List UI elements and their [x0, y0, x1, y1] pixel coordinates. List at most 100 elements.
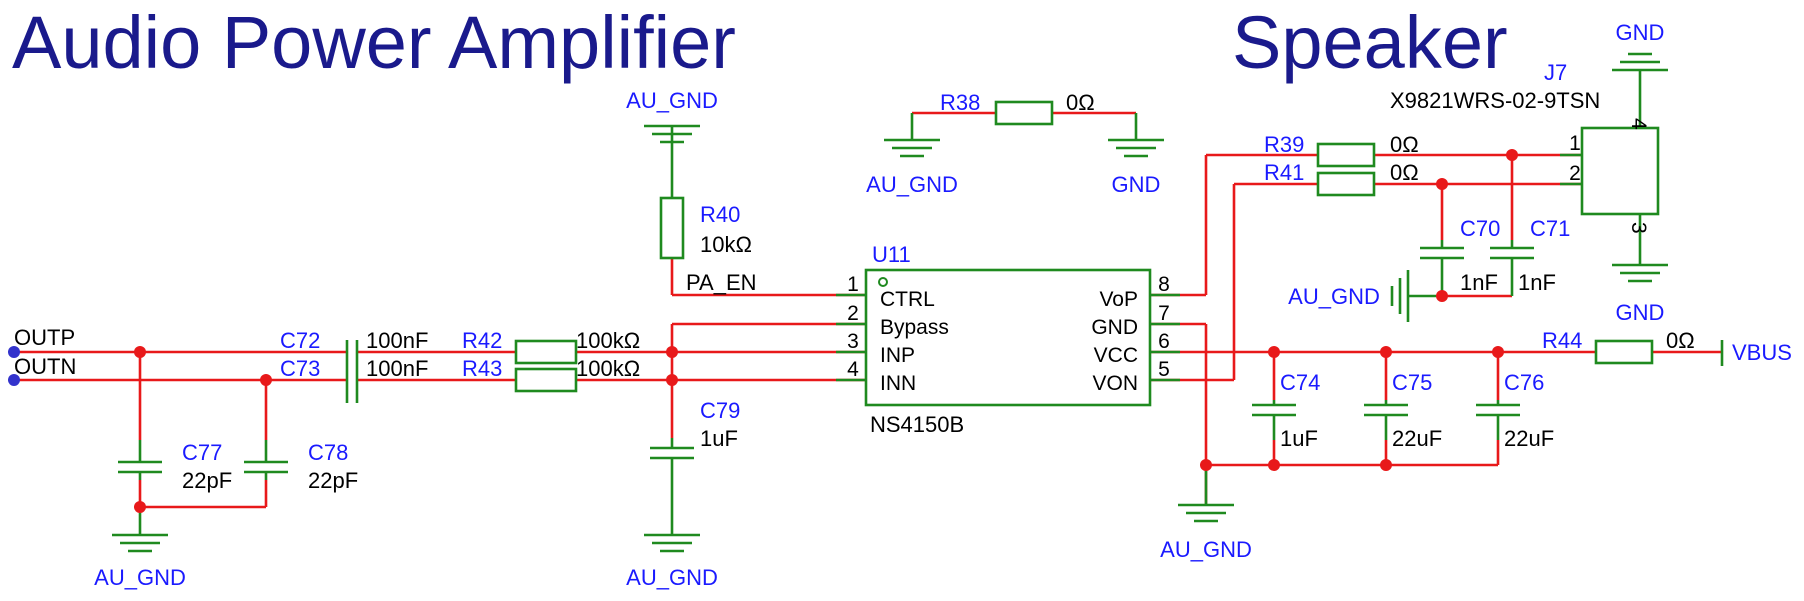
j7-ref: J7 — [1544, 60, 1567, 85]
junction-dot — [666, 374, 678, 386]
ground-icon — [1108, 138, 1164, 158]
net-vbus: VBUS — [1732, 340, 1792, 365]
c70-ref: C70 — [1460, 216, 1500, 241]
u11-pin-vop: VoP — [1099, 288, 1138, 311]
junction-dot — [1268, 346, 1280, 358]
c75-value: 22uF — [1392, 426, 1442, 451]
r38-value: 0Ω — [1066, 90, 1095, 115]
junction-dot — [260, 374, 272, 386]
u11-pin2-num: 2 — [847, 302, 859, 325]
c74-ref: C74 — [1280, 370, 1320, 395]
junctions — [8, 149, 1518, 513]
r40-value: 10kΩ — [700, 232, 752, 257]
u11-pin1-num: 1 — [847, 273, 859, 296]
c74-value: 1uF — [1280, 426, 1318, 451]
junction-dot — [1436, 178, 1448, 190]
ground-icon — [644, 124, 700, 145]
u11-pin4-num: 4 — [847, 358, 859, 381]
net-au-gnd: AU_GND — [626, 565, 718, 590]
junction-dot — [1436, 290, 1448, 302]
u11-pin-inp: INP — [880, 344, 915, 367]
c77-value: 22pF — [182, 468, 232, 493]
net-au-gnd: AU_GND — [94, 565, 186, 590]
c78-value: 22pF — [308, 468, 358, 493]
port-outp-icon — [8, 346, 20, 358]
u11-chip[interactable]: 1 2 3 4 CTRL Bypass INP INN 8 7 6 5 VoP … — [836, 242, 1180, 437]
u11-pin7-num: 7 — [1158, 302, 1170, 325]
net-outp: OUTP — [14, 325, 75, 350]
c76-ref: C76 — [1504, 370, 1544, 395]
j7-pin1: 1 — [1569, 132, 1581, 155]
title-audio-power-amplifier: Audio Power Amplifier — [12, 1, 736, 84]
net-pa-en: PA_EN — [686, 270, 757, 295]
net-au-gnd: AU_GND — [626, 88, 718, 113]
ground-icon — [112, 533, 168, 553]
junction-dot — [1506, 149, 1518, 161]
c79-ref: C79 — [700, 398, 740, 423]
u11-ref: U11 — [872, 242, 911, 267]
r41-body — [1316, 171, 1376, 197]
junction-dot — [1380, 346, 1392, 358]
net-au-gnd: AU_GND — [866, 172, 958, 197]
c73-value: 100nF — [366, 356, 428, 381]
c70-value: 1nF — [1460, 270, 1498, 295]
u11-pin-inn: INN — [880, 372, 916, 395]
r41-value: 0Ω — [1390, 160, 1419, 185]
junction-dot — [134, 501, 146, 513]
r42-ref: R42 — [462, 328, 502, 353]
r43-ref: R43 — [462, 356, 502, 381]
r43-body — [514, 367, 578, 393]
r39-ref: R39 — [1264, 132, 1304, 157]
r43-value: 100kΩ — [576, 356, 640, 381]
u11-pin-ctrl: CTRL — [880, 288, 935, 311]
j7-connector[interactable]: 1 2 3 4 J7 X9821WRS-02-9TSN — [1390, 60, 1660, 234]
u11-pin-vcc: VCC — [1094, 344, 1138, 367]
r38-ref: R38 — [940, 90, 980, 115]
u11-value: NS4150B — [870, 412, 964, 437]
r44-ref: R44 — [1542, 328, 1582, 353]
r39-value: 0Ω — [1390, 132, 1419, 157]
wires — [14, 111, 1722, 509]
net-outn: OUTN — [14, 354, 76, 379]
capacitor-plates — [118, 246, 1534, 474]
c75-ref: C75 — [1392, 370, 1432, 395]
ground-icon — [884, 138, 940, 158]
ground-icon — [644, 533, 700, 553]
r40-ref: R40 — [700, 202, 740, 227]
net-gnd: GND — [1112, 172, 1161, 197]
u11-pin3-num: 3 — [847, 330, 859, 353]
j7-value: X9821WRS-02-9TSN — [1390, 88, 1600, 113]
r42-value: 100kΩ — [576, 328, 640, 353]
ground-icon — [1390, 270, 1410, 322]
r41-ref: R41 — [1264, 160, 1304, 185]
net-au-gnd: AU_GND — [1288, 284, 1380, 309]
junction-dot — [1380, 459, 1392, 471]
r40-body — [659, 196, 685, 260]
c73-ref: C73 — [280, 356, 320, 381]
u11-pin6-num: 6 — [1158, 330, 1170, 353]
title-speaker: Speaker — [1232, 1, 1508, 84]
junction-dot — [134, 346, 146, 358]
c72-ref: C72 — [280, 328, 320, 353]
r42-body — [514, 339, 578, 365]
u11-pin-bypass: Bypass — [880, 316, 949, 339]
junction-dot — [666, 346, 678, 358]
c72-value: 100nF — [366, 328, 428, 353]
c76-value: 22uF — [1504, 426, 1554, 451]
u11-pin5-num: 5 — [1158, 358, 1170, 381]
component-leads — [138, 70, 1724, 535]
c71-ref: C71 — [1530, 216, 1570, 241]
resistor-bodies — [514, 100, 1654, 393]
c79-value: 1uF — [700, 426, 738, 451]
r44-value: 0Ω — [1666, 328, 1695, 353]
c71-value: 1nF — [1518, 270, 1556, 295]
u11-pin8-num: 8 — [1158, 273, 1170, 296]
u11-pin-gnd: GND — [1091, 316, 1138, 339]
c77-ref: C77 — [182, 440, 222, 465]
u11-pin-von: VON — [1092, 372, 1138, 395]
j7-pin3: 3 — [1627, 222, 1650, 234]
r44-body — [1594, 339, 1654, 365]
junction-dot — [1492, 346, 1504, 358]
net-gnd: GND — [1616, 20, 1665, 45]
